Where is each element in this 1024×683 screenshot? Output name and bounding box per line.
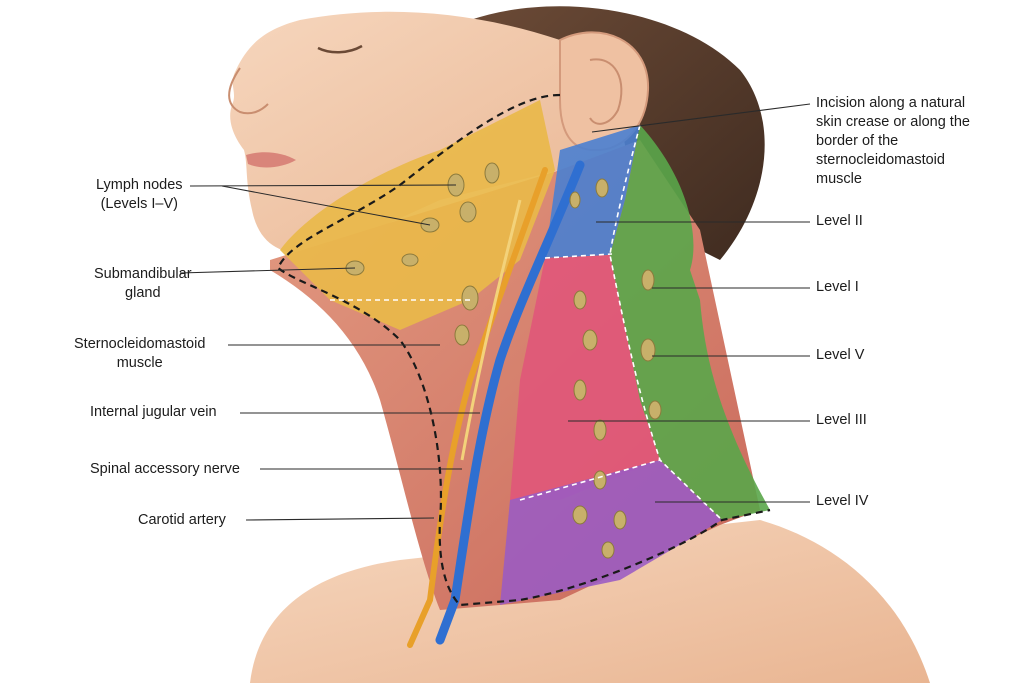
label-incision: Incision along a natural skin crease or … — [816, 94, 970, 189]
leader-lymph-2 — [221, 185, 431, 226]
shoulders — [250, 520, 930, 683]
eye — [317, 44, 363, 54]
label-text: Level IV — [816, 493, 869, 509]
label-text: muscle — [816, 171, 862, 187]
level-boundary-V — [609, 124, 723, 521]
label-level-III: Level III — [816, 411, 867, 430]
label-text: (Levels I–V) — [100, 196, 178, 212]
leader-incision — [591, 103, 811, 133]
label-carotid-artery: Carotid artery — [138, 511, 226, 530]
label-text: Level I — [816, 279, 859, 295]
label-text: Level II — [816, 213, 863, 229]
label-text: Submandibular — [94, 266, 192, 282]
label-level-I: Level I — [816, 278, 859, 297]
leader-submandibular — [179, 267, 356, 274]
leader-carotid — [245, 517, 435, 521]
label-text: skin crease or along the — [816, 114, 970, 130]
level-boundary-II-III — [544, 253, 613, 259]
label-text: muscle — [116, 355, 163, 371]
label-submandibular-gland: Submandibular gland — [94, 265, 192, 303]
label-level-V: Level V — [816, 346, 864, 365]
label-text: Lymph nodes — [96, 177, 183, 193]
label-sternocleidomastoid: Sternocleidomastoid muscle — [74, 335, 205, 373]
label-lymph-nodes: Lymph nodes (Levels I–V) — [96, 176, 183, 214]
label-text: Sternocleidomastoid — [74, 336, 206, 352]
level-III-region — [510, 255, 660, 500]
label-text: Level V — [816, 347, 865, 363]
level-boundary-III-IV — [519, 459, 661, 501]
spinal-accessory-nerve — [460, 199, 522, 461]
carotid-artery — [407, 167, 548, 648]
label-text: Incision along a natural — [816, 95, 966, 111]
label-text: Carotid artery — [138, 512, 226, 528]
label-text: border of the — [816, 133, 899, 149]
label-level-II: Level II — [816, 212, 863, 231]
leader-lymph-1 — [189, 184, 457, 187]
level-IV-region — [500, 460, 722, 605]
lips — [246, 152, 296, 168]
internal-jugular-vein — [435, 160, 585, 645]
label-text: Level III — [816, 412, 867, 428]
head — [230, 11, 640, 254]
label-text: Internal jugular vein — [90, 404, 217, 420]
nose — [228, 67, 269, 115]
label-text: sternocleidomastoid — [816, 152, 945, 168]
label-text: Spinal accessory nerve — [90, 461, 240, 477]
label-spinal-accessory-nerve: Spinal accessory nerve — [90, 460, 240, 479]
label-internal-jugular-vein: Internal jugular vein — [90, 403, 217, 422]
label-level-IV: Level IV — [816, 492, 868, 511]
label-text: gland — [125, 285, 161, 301]
